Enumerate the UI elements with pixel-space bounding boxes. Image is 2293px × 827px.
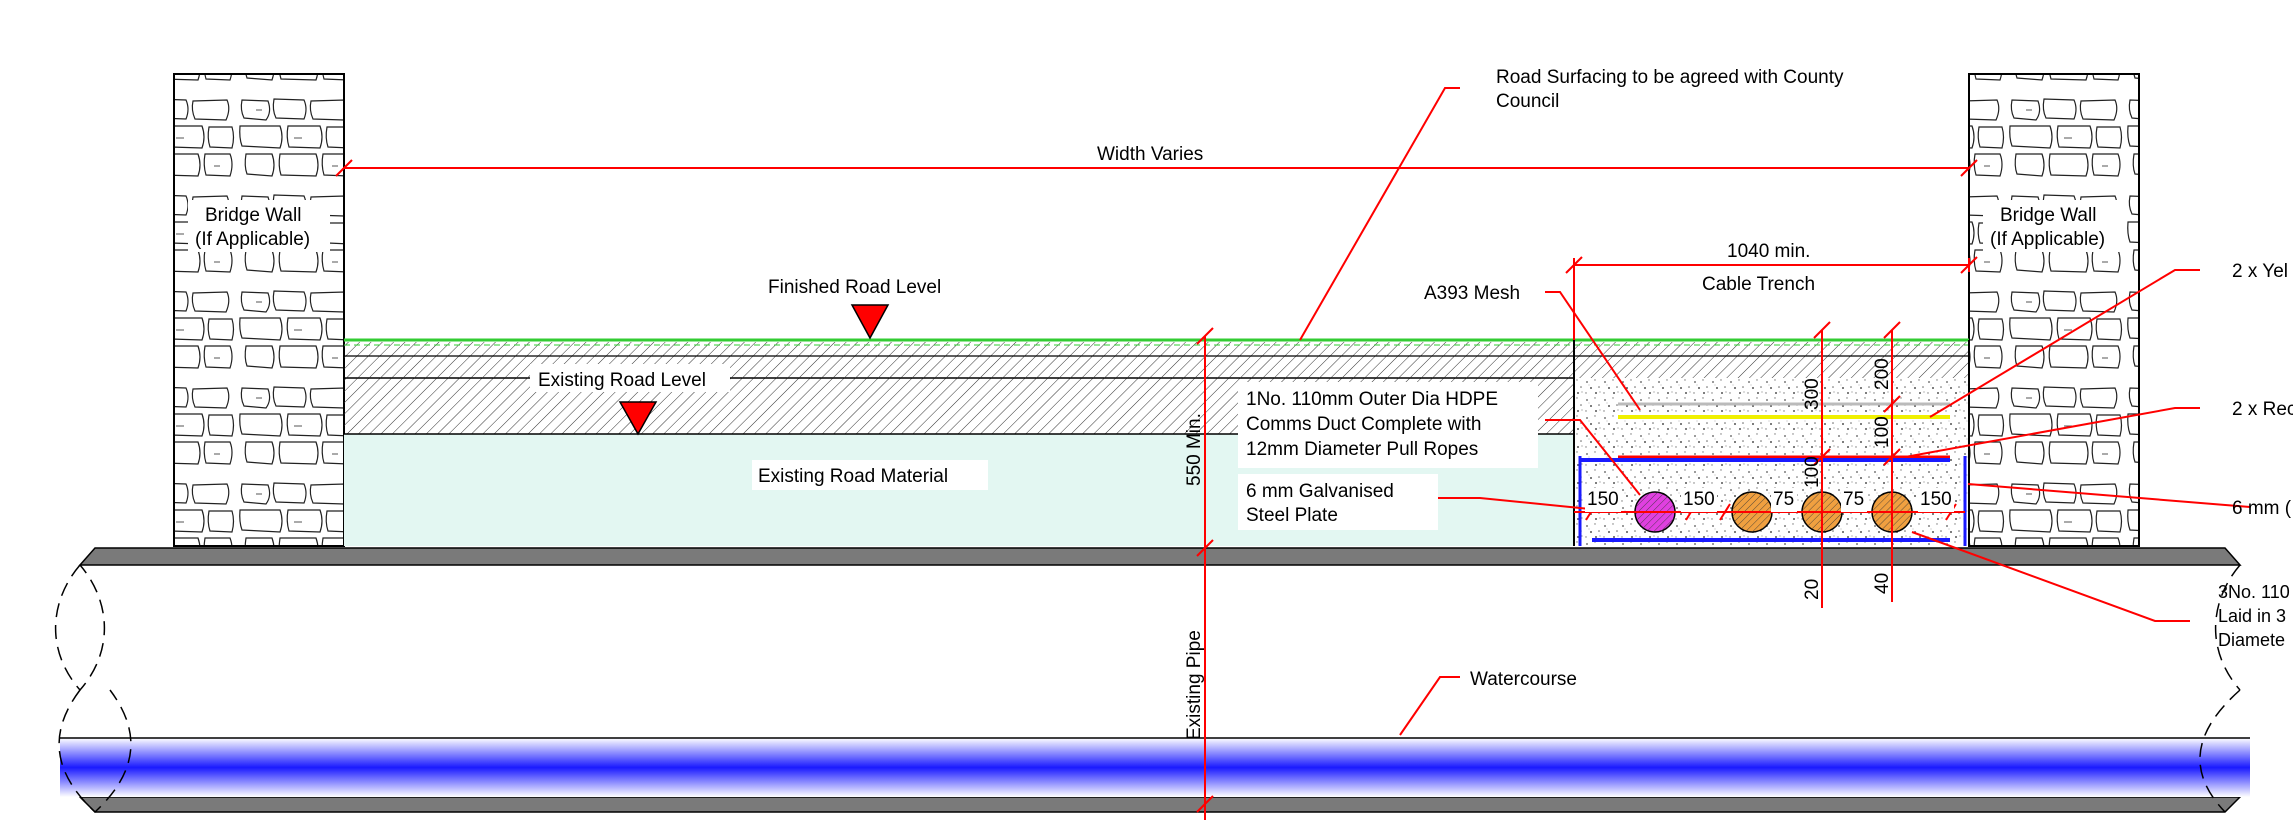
finished-road-level-marker	[850, 304, 890, 340]
plate-right-label: 6 mm (	[2232, 498, 2292, 519]
pipe-rim-bottom	[78, 796, 2242, 813]
dim-75a-label: 75	[1773, 489, 1794, 510]
bridge-wall-right-label-line1: Bridge Wall	[2000, 205, 2096, 226]
dim-75b-label: 75	[1843, 489, 1864, 510]
road-surfacing-label-line1: Road Surfacing to be agreed with County	[1496, 67, 1844, 88]
dim-20-label: 20	[1802, 579, 1823, 600]
finished-road-level-label: Finished Road Level	[768, 277, 941, 298]
dim-150c-label: 150	[1920, 489, 1952, 510]
road-surfacing-label-line2: Council	[1496, 91, 1559, 112]
watercourse-label: Watercourse	[1470, 669, 1577, 690]
bridge-wall-right-label-line2: (If Applicable)	[1990, 229, 2105, 250]
dim-100b-label: 100	[1802, 456, 1823, 488]
ducts-label-line2: Laid in 3	[2218, 606, 2286, 626]
trench-width-label: 1040 min.	[1727, 241, 1810, 262]
dim-150a-label: 150	[1587, 489, 1619, 510]
dim-150b-label: 150	[1683, 489, 1715, 510]
existing-road-material-label: Existing Road Material	[758, 466, 948, 487]
steel-plate-label-line2: Steel Plate	[1246, 505, 1338, 526]
min-depth-label: 550 Min.	[1184, 413, 1205, 486]
dim-200-label: 200	[1872, 358, 1893, 390]
ducts-label-line1: 3No. 110	[2218, 582, 2290, 602]
existing-road-level-marker	[618, 401, 658, 436]
yellow-tape-label: 2 x Yel	[2232, 261, 2288, 282]
width-varies-label: Width Varies	[1097, 144, 1203, 165]
dim-100a-label: 100	[1872, 416, 1893, 448]
water-body	[60, 738, 2250, 797]
hdpe-duct-label-line2: Comms Duct Complete with	[1246, 414, 1481, 435]
ducts-label-line3: Diamete	[2218, 630, 2285, 650]
bridge-wall-left	[173, 73, 345, 547]
dim-40-label: 40	[1872, 573, 1893, 594]
bridge-wall-right	[1968, 73, 2140, 547]
red-tape-label: 2 x Rec	[2232, 399, 2293, 420]
existing-pipe-label: Existing Pipe	[1184, 630, 1205, 740]
bridge-wall-left-label-line2: (If Applicable)	[195, 229, 310, 250]
hdpe-duct-label-line1: 1No. 110mm Outer Dia HDPE	[1246, 389, 1498, 410]
steel-plate-label-line1: 6 mm Galvanised	[1246, 481, 1394, 502]
bridge-wall-left-label-line1: Bridge Wall	[205, 205, 301, 226]
pipe-rim-top	[78, 547, 2242, 566]
existing-road-level-label: Existing Road Level	[538, 370, 706, 391]
a393-mesh-label: A393 Mesh	[1424, 283, 1520, 304]
cable-trench-label: Cable Trench	[1702, 274, 1815, 295]
dim-300-label: 300	[1802, 378, 1823, 410]
hdpe-duct-label-line3: 12mm Diameter Pull Ropes	[1246, 439, 1478, 460]
